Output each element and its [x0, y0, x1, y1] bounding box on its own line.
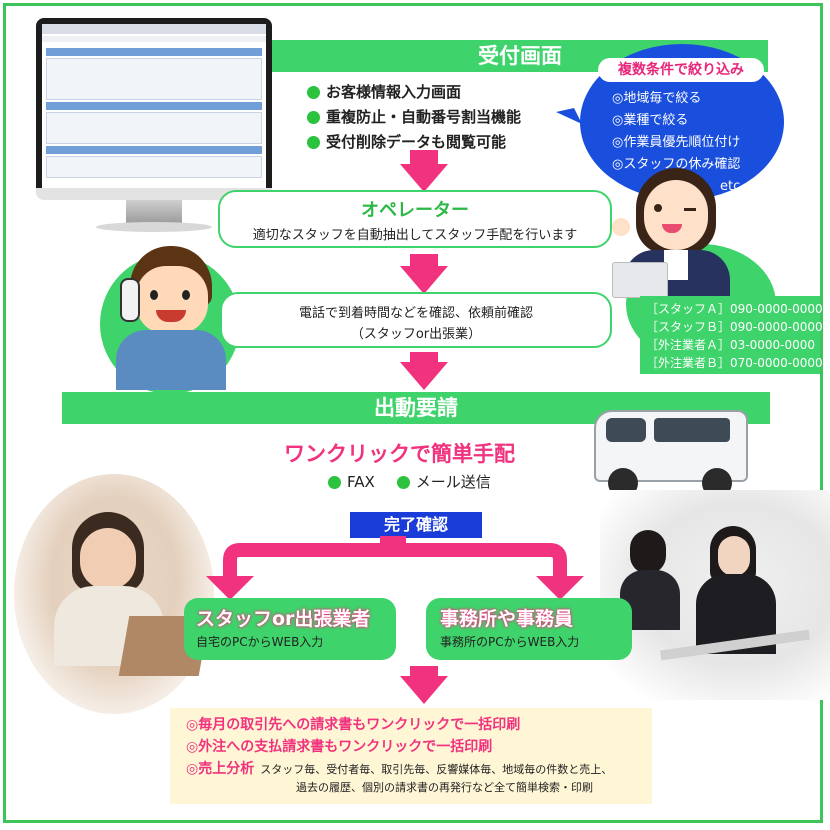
flow-arrow-stem [410, 666, 438, 678]
flow-arrow-head [400, 676, 448, 704]
filter-item: ◎地域毎で絞る [612, 91, 702, 106]
sales-analysis-text2: 過去の履歴、個別の請求書の再発行など全て簡単検索・印刷 [296, 781, 593, 794]
operator-box: オペレーター 適切なスタッフを自動抽出してスタッフ手配を行います [218, 190, 612, 248]
dispatch-title: 出動要請 [374, 396, 458, 420]
dispatch-option: メール送信 [396, 470, 491, 495]
woman-laptop-photo [14, 474, 214, 714]
operator-text: 適切なスタッフを自動抽出してスタッフ手配を行います [252, 228, 578, 243]
office-input-title: 事務所や事務員 [440, 608, 574, 630]
staff-input-text: 自宅のPCからWEB入力 [196, 635, 324, 649]
staff-input-title: スタッフor出張業者 [196, 608, 371, 630]
filter-speech-bubble [556, 44, 784, 200]
staff-phone-row: ［外注業者Ｂ］070-0000-0000 [646, 356, 823, 370]
flow-arrow-stem [410, 254, 438, 266]
summary-box: ◎毎月の取引先への請求書もワンクリックで一括印刷 ◎外注への支払請求書もワンクリ… [170, 708, 652, 804]
office-input-text: 事務所のPCからWEB入力 [440, 635, 580, 649]
office-staff-photo [600, 490, 830, 700]
van-illustration [584, 404, 754, 500]
reception-bullets: お客様情報入力画面 重複防止・自動番号割当機能 受付削除データも閲覧可能 [307, 80, 521, 155]
operator-illustration [612, 158, 738, 298]
reception-title: 受付画面 [478, 44, 562, 68]
staff-phone-row: ［スタッフＡ］090-0000-0000 [646, 302, 823, 316]
filter-item: ◎スタッフの休み確認 [612, 157, 741, 172]
outer-frame [3, 3, 823, 823]
sales-analysis-title: ◎売上分析 [186, 761, 255, 777]
flow-arrow-stem [410, 150, 438, 164]
summary-line: ◎外注への支払請求書もワンクリックで一括印刷 [186, 739, 493, 755]
flow-arrow-head [400, 164, 448, 192]
phone-check-line2: （スタッフor出張業） [350, 327, 482, 342]
office-input-box: 事務所や事務員 事務所のPCからWEB入力 [426, 598, 632, 660]
dispatch-option: FAX [328, 470, 375, 495]
filter-bubble-items: ◎地域毎で絞る ◎業種で絞る ◎作業員優先順位付け ◎スタッフの休み確認 etc [612, 88, 740, 198]
phone-man-illustration [116, 240, 226, 390]
staff-phone-list: ［スタッフＡ］090-0000-0000 ［スタッフＢ］090-0000-000… [640, 296, 823, 374]
staff-input-box: スタッフor出張業者 自宅のPCからWEB入力 [184, 598, 396, 660]
reception-bullet: 受付削除データも閲覧可能 [307, 130, 521, 155]
operator-title: オペレーター [361, 200, 469, 221]
staff-phone-row: ［外注業者Ａ］03-0000-0000 [646, 338, 816, 352]
reception-bullet: お客様情報入力画面 [307, 80, 521, 105]
sales-analysis-text: スタッフ毎、受付者毎、取引先毎、反響媒体毎、地域毎の件数と売上、 [260, 763, 613, 776]
filter-bubble-title-box: 複数条件で絞り込み [598, 58, 764, 82]
flow-arrow-head [400, 266, 448, 294]
monitor-image [36, 18, 272, 233]
laptop-icon [612, 262, 668, 298]
flow-arrow-stem [410, 352, 438, 364]
dispatch-options: FAX メール送信 [328, 470, 491, 495]
staff-phone-row: ［スタッフＢ］090-0000-0000 [646, 320, 823, 334]
reception-bullet: 重複防止・自動番号割当機能 [307, 105, 521, 130]
phone-check-line1: 電話で到着時間などを確認、依頼前確認 [298, 306, 533, 321]
summary-line: ◎毎月の取引先への請求書もワンクリックで一括印刷 [186, 717, 521, 733]
filter-bubble-title: 複数条件で絞り込み [618, 62, 744, 78]
filter-etc: etc [720, 179, 741, 194]
branch-arrows [206, 536, 584, 600]
flow-arrow-head [400, 362, 448, 390]
filter-item: ◎作業員優先順位付け [612, 135, 741, 150]
completion-label: 完了確認 [350, 512, 482, 538]
phone-check-box: 電話で到着時間などを確認、依頼前確認 （スタッフor出張業） [220, 292, 612, 348]
dispatch-subtitle: ワンクリックで簡単手配 [284, 442, 515, 466]
filter-item: ◎業種で絞る [612, 113, 689, 128]
